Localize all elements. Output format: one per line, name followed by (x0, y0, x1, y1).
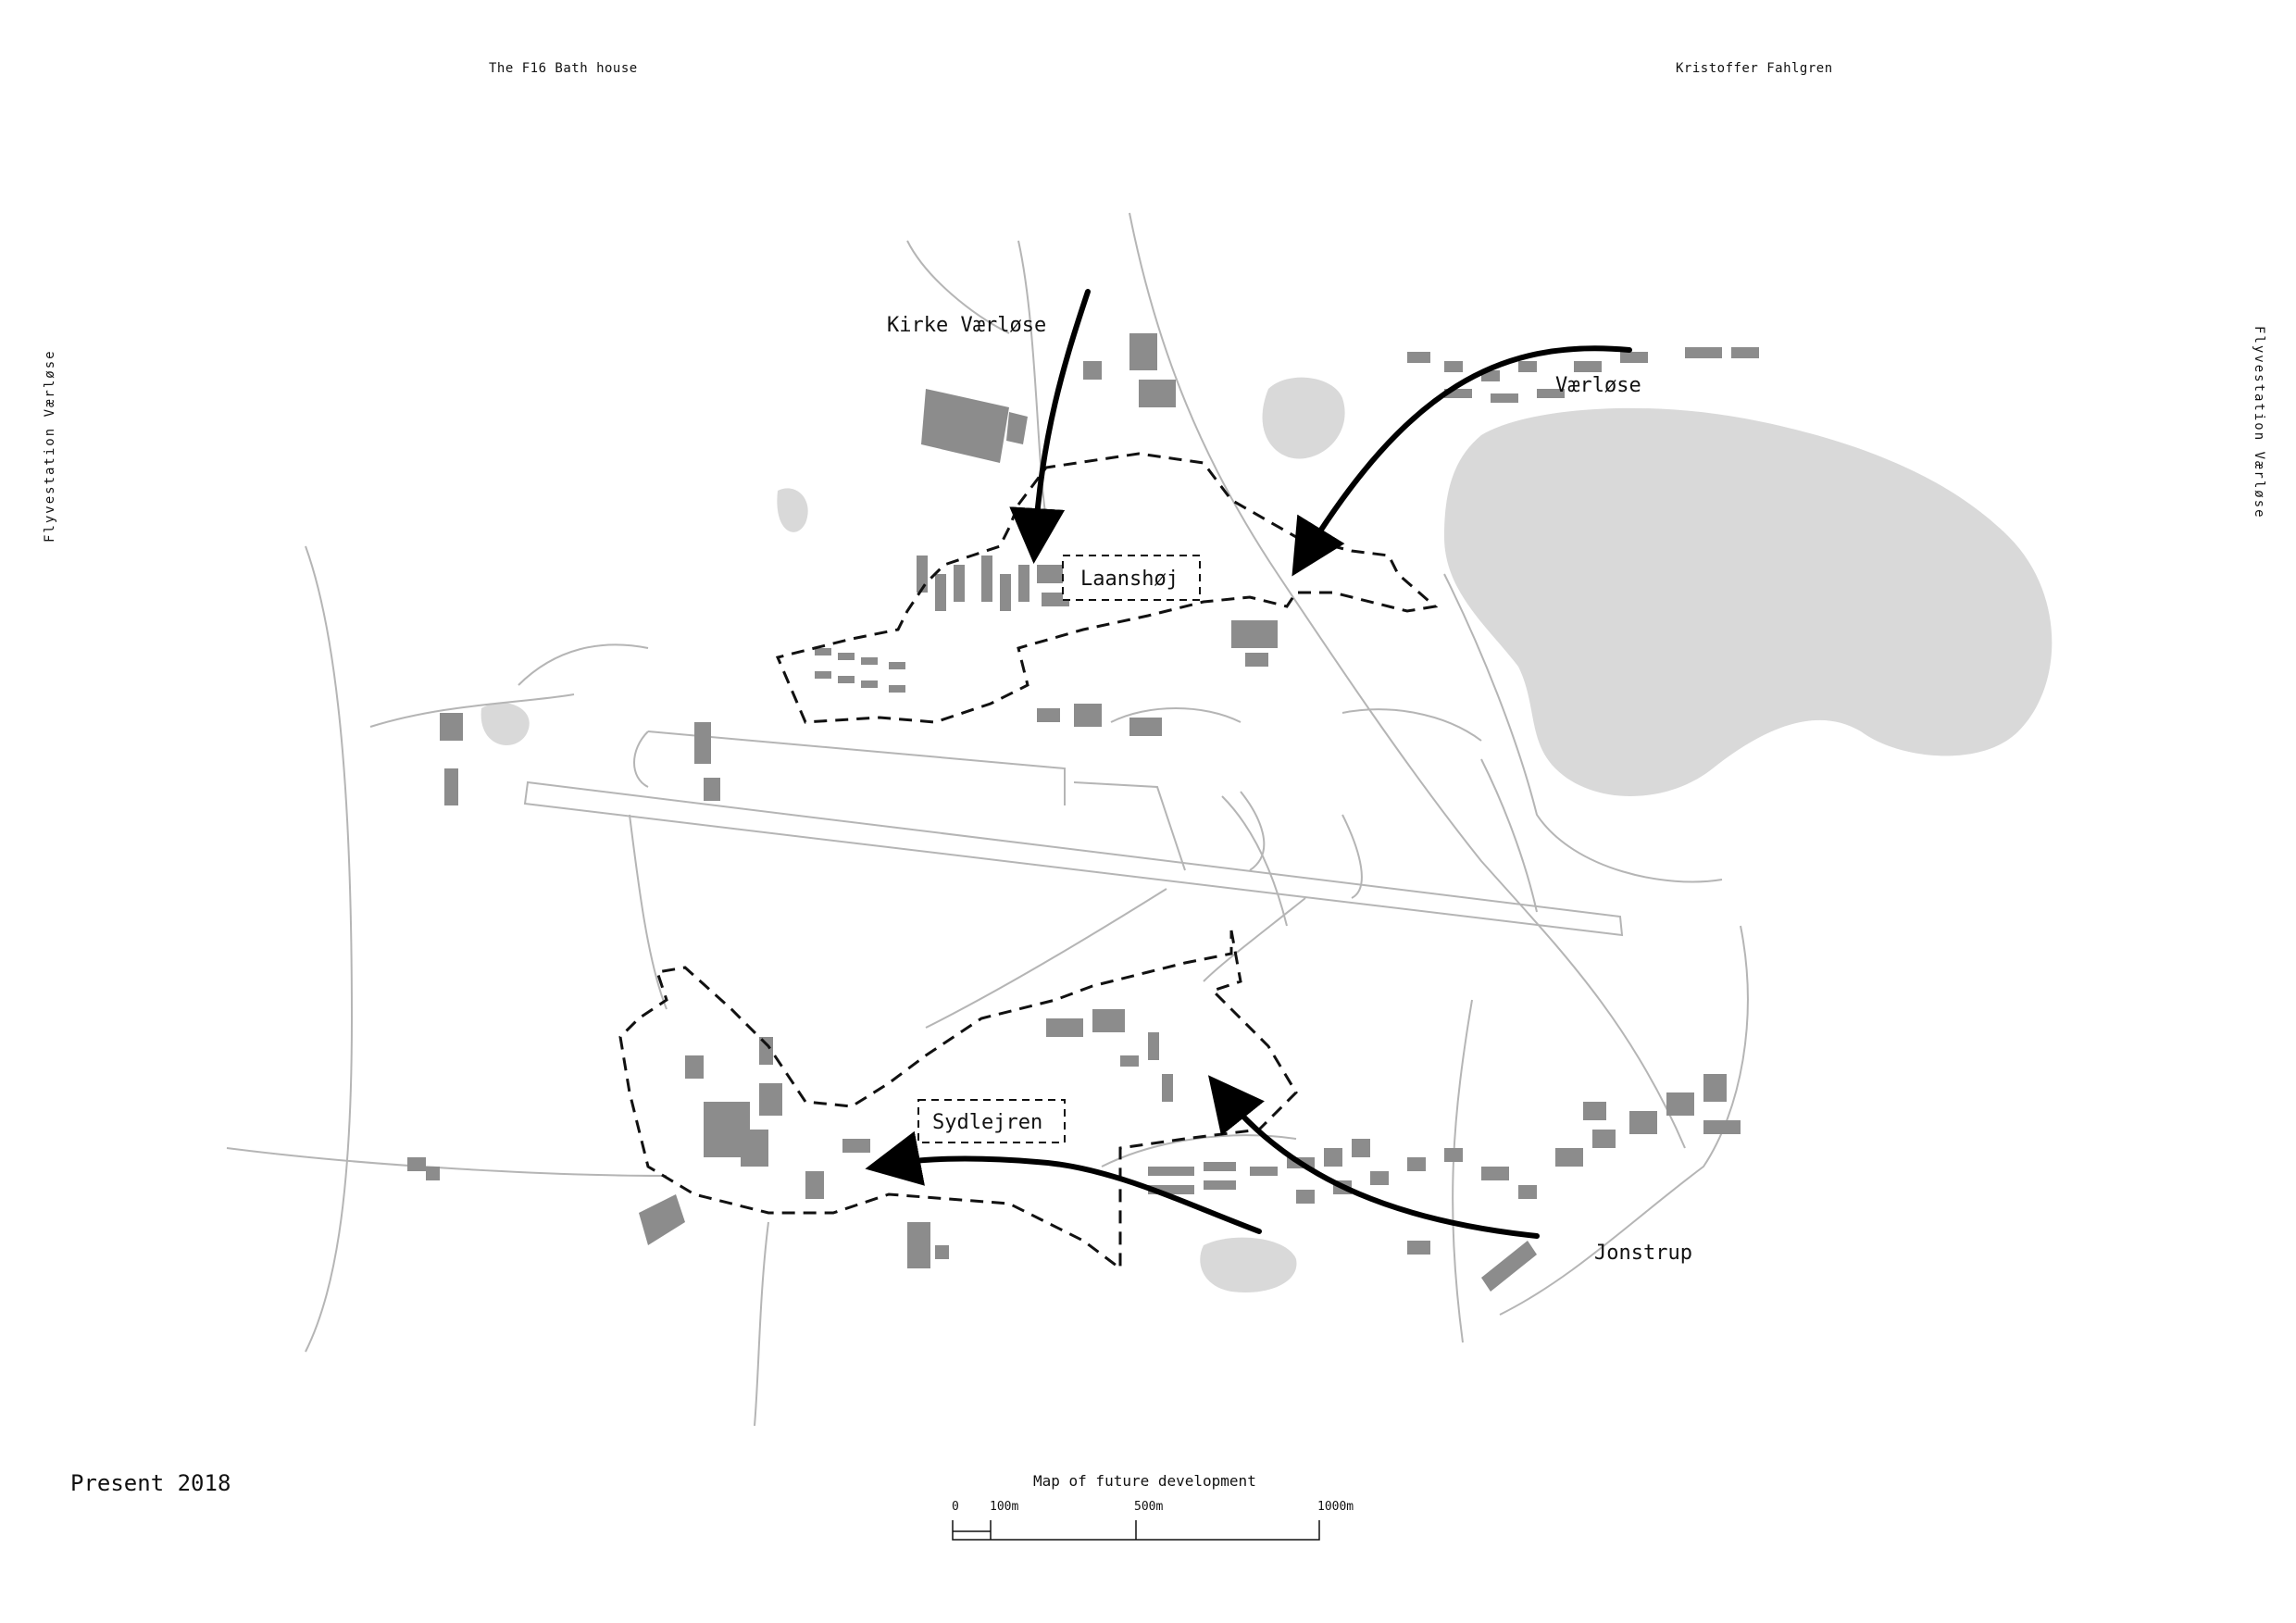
scale-label-100m: 100m (990, 1500, 1019, 1514)
arrow-varlose (1292, 345, 1632, 577)
map-caption: Map of future development (1033, 1472, 1256, 1490)
pond (1262, 377, 1345, 459)
arrow-jonstrup-north (1207, 1075, 1540, 1239)
scale-bar-graphic (952, 1520, 1320, 1541)
label-box-sydlejren (917, 1099, 1066, 1143)
runway (523, 730, 1624, 1029)
arrow-kirke-varlose (1009, 289, 1091, 564)
road-network (226, 212, 1749, 1427)
scale-label-0: 0 (952, 1500, 959, 1514)
scale-label-500m: 500m (1134, 1500, 1164, 1514)
place-label-laanshoj: Laanshøj (1080, 568, 1179, 591)
place-label-kirke-varlose: Kirke Værløse (887, 314, 1046, 337)
pond (1200, 1237, 1297, 1292)
place-label-sydlejren: Sydlejren (932, 1111, 1042, 1134)
lake (1444, 407, 2053, 796)
movement-arrows (865, 289, 1632, 1239)
place-label-varlose: Værløse (1555, 374, 1641, 397)
scale-label-1000m: 1000m (1317, 1500, 1354, 1514)
scale-bar: 0 100m 500m 1000m (949, 1500, 1356, 1555)
pond (480, 703, 530, 745)
author-name: Kristoffer Fahlgren (1676, 61, 1833, 76)
present-label: Present 2018 (70, 1470, 231, 1496)
label-box-laanshoj (1062, 555, 1201, 601)
place-label-jonstrup: Jonstrup (1594, 1242, 1692, 1265)
arrow-jonstrup-west (865, 1130, 1262, 1234)
pond (777, 488, 808, 532)
project-title: The F16 Bath house (489, 61, 638, 76)
buildings (407, 333, 1759, 1292)
